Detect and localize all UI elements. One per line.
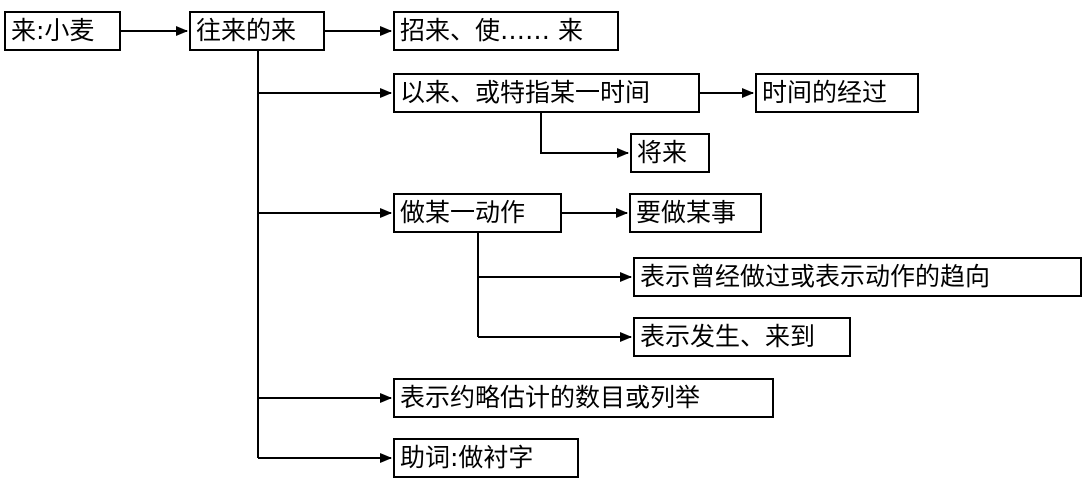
node-act: 做某一动作 xyxy=(393,193,562,233)
node-particle: 助词:做衬字 xyxy=(393,438,579,478)
node-approx: 表示约略估计的数目或列举 xyxy=(393,378,774,418)
node-come: 往来的来 xyxy=(189,11,325,51)
node-since: 以来、或特指某一时间 xyxy=(393,73,700,113)
node-want: 要做某事 xyxy=(629,193,762,233)
node-invite: 招来、使…… 来 xyxy=(393,11,619,51)
node-direction: 表示曾经做过或表示动作的趋向 xyxy=(633,257,1082,297)
arrow-since-to-future xyxy=(540,112,629,158)
node-root: 来:小麦 xyxy=(4,11,121,51)
node-elapse: 时间的经过 xyxy=(755,73,919,113)
node-future: 将来 xyxy=(630,133,710,173)
node-happen: 表示发生、来到 xyxy=(633,317,851,357)
